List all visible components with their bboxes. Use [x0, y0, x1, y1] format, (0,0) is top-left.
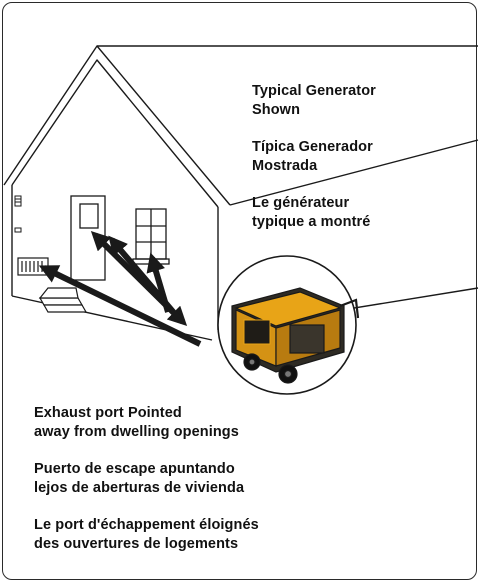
exhaust-arrow-to-ac — [38, 265, 202, 347]
caption-exhaust-en: Exhaust port Pointed away from dwelling … — [34, 405, 239, 440]
caption-typical-generator-en: Typical Generator Shown — [252, 83, 376, 118]
roof-eave — [229, 139, 479, 206]
exhaust-arrow-door-lower — [108, 235, 183, 322]
house-window — [132, 208, 170, 265]
generator-callout — [217, 255, 360, 395]
caption-exhaust-es: Puerto de escape apuntando lejos de aber… — [34, 461, 245, 496]
generator-icon — [231, 287, 360, 384]
diagram-frame — [2, 2, 477, 580]
caption-typical-generator-es: Típica Generador Mostrada — [252, 139, 373, 174]
caption-typical-generator-fr: Le générateur typique a montré — [252, 195, 371, 230]
ac-unit — [17, 257, 49, 276]
caption-exhaust-fr: Le port d'échappement éloignés des ouver… — [34, 517, 259, 552]
door-steps — [38, 287, 88, 313]
exhaust-arrows — [38, 230, 202, 347]
house-roof-inner — [11, 59, 219, 208]
wall-vent — [14, 195, 22, 233]
